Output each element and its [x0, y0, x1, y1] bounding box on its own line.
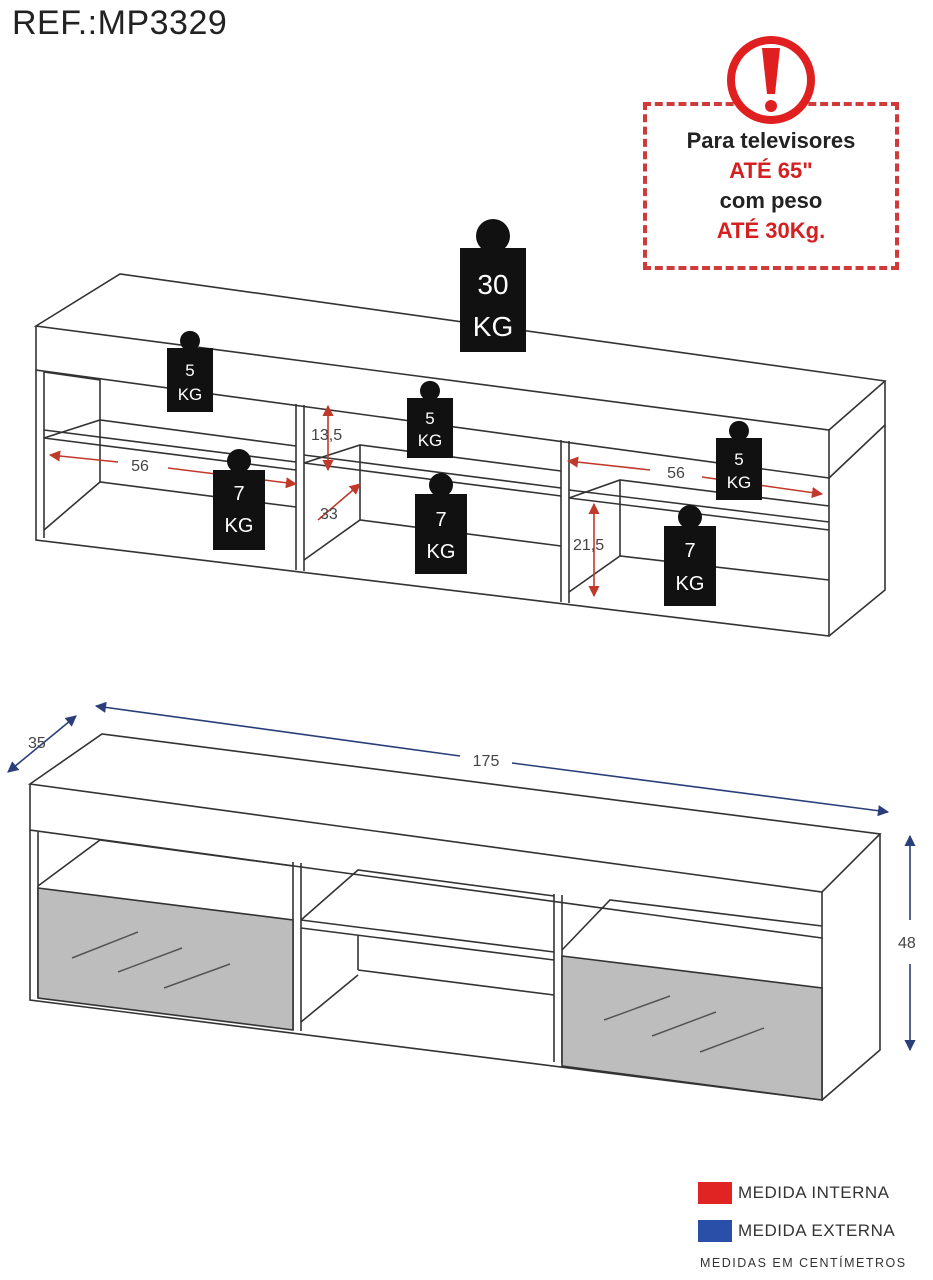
legend-external-swatch — [698, 1220, 732, 1242]
weight-tag-lower-right: 7 KG — [664, 505, 716, 606]
weight-upper-left-value: 5 — [185, 361, 194, 380]
weight-upper-right-value: 5 — [734, 450, 743, 469]
reference-code: REF.:MP3329 — [12, 4, 228, 42]
external-dimension-lines — [7, 701, 916, 1052]
weight-tag-upper-left: 5 KG — [167, 330, 213, 412]
weight-upper-center-unit: KG — [418, 431, 443, 450]
glass-door-right — [561, 955, 823, 1101]
legend-units-note: MEDIDAS EM CENTÍMETROS — [700, 1256, 907, 1270]
notice-line-2: ATÉ 65" — [729, 158, 813, 183]
dim-center-depth: 33 — [320, 506, 338, 523]
weight-lower-right-value: 7 — [684, 540, 695, 562]
weight-tag-upper-right: 5 KG — [716, 420, 762, 500]
weight-upper-center-value: 5 — [425, 409, 434, 428]
dim-depth: 35 — [28, 735, 46, 752]
legend: MEDIDA INTERNA MEDIDA EXTERNA MEDIDAS EM… — [698, 1180, 928, 1275]
dim-center-upper-height: 13,5 — [311, 427, 342, 444]
weight-upper-right-unit: KG — [727, 473, 752, 492]
legend-internal-swatch — [698, 1182, 732, 1204]
weight-tag-lower-left: 7 KG — [213, 449, 265, 550]
weight-lower-center-unit: KG — [427, 541, 456, 563]
glass-door-left — [37, 887, 294, 1031]
notice-line-1: Para televisores — [686, 128, 856, 153]
weight-lower-right-unit: KG — [676, 573, 705, 595]
dim-right-lower-height: 21,5 — [573, 537, 604, 554]
weight-lower-left-unit: KG — [225, 515, 254, 537]
dim-left-width: 56 — [131, 458, 149, 475]
dim-line-width-a — [94, 701, 461, 757]
dim-line-right-width-a — [566, 456, 651, 471]
legend-internal-label: MEDIDA INTERNA — [738, 1183, 890, 1202]
dim-line-center-depth — [317, 483, 361, 521]
dim-line-left-width-a — [48, 450, 119, 463]
weight-top-value: 30 — [477, 269, 508, 300]
legend-internal: MEDIDA INTERNA — [698, 1180, 928, 1208]
weight-top-unit: KG — [473, 311, 513, 342]
dim-height: 48 — [898, 935, 916, 952]
notice-line-3: com peso — [719, 188, 823, 213]
legend-external-label: MEDIDA EXTERNA — [738, 1221, 896, 1240]
dim-width: 175 — [473, 753, 500, 770]
dim-line-depth — [7, 715, 77, 773]
dim-line-width-b — [511, 762, 890, 817]
notice-line-4: ATÉ 30Kg. — [716, 218, 826, 243]
weight-upper-left-unit: KG — [178, 385, 203, 404]
lower-furniture-drawing — [27, 733, 882, 1101]
weight-lower-center-value: 7 — [435, 509, 446, 531]
weight-tag-top: 30 KG — [460, 218, 526, 352]
notice-text: Para televisores ATÉ 65" com peso ATÉ 30… — [643, 126, 899, 246]
warning-exclamation-icon — [727, 36, 815, 124]
dim-right-width: 56 — [667, 465, 685, 482]
weight-tag-lower-center: 7 KG — [415, 473, 467, 574]
legend-external: MEDIDA EXTERNA — [698, 1218, 928, 1246]
weight-lower-left-value: 7 — [233, 483, 244, 505]
weight-tag-upper-center: 5 KG — [407, 380, 453, 458]
